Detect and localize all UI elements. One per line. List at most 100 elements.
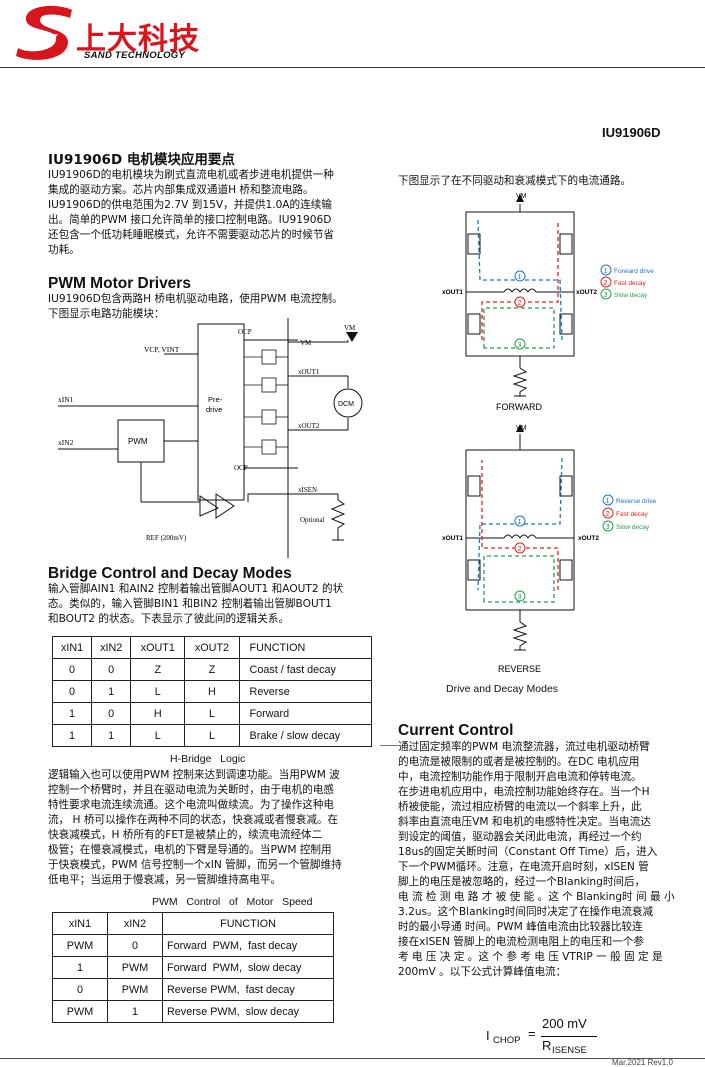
speed-table-caption: PWM Control of Motor Speed	[152, 896, 313, 908]
table-cell: 1	[91, 724, 132, 747]
xin1-label: xIN1	[58, 395, 74, 404]
table-cell: PWM	[52, 934, 108, 957]
text-line: 出。简单的PWM 接口允许简单的接口控制电路。IU91906D	[48, 214, 332, 226]
text-line: 流， H 桥可以操作在两种不同的状态，快衰减或者慢衰减。在	[48, 814, 339, 826]
table-cell: Z	[130, 658, 186, 681]
path-number: 1	[518, 274, 522, 281]
chop-current-formula: I CHOP = 200 mV R ISENSE	[486, 1016, 626, 1056]
text-line: 态。类似的，输入管脚BIN1 和BIN2 控制着输出管脚BOUT1	[48, 598, 332, 610]
table-cell: Forward PWM, fast decay	[162, 934, 334, 957]
text-line: 18us的固定关断时间（Constant Off Time）后，进入	[398, 846, 658, 858]
text-line: 低电平；当运用于慢衰减，另一管脚维持高电平。	[48, 874, 282, 886]
pwm-section-title: PWM Motor Drivers	[48, 275, 191, 292]
path-number: 3	[518, 342, 522, 349]
predrive-label-2: drive	[206, 405, 222, 414]
path-number: 3	[518, 594, 522, 601]
table-cell: PWM	[107, 978, 163, 1001]
table-header-cell: xOUT1	[130, 636, 186, 659]
text-line: IU91906D的电机模块为刷式直流电机或者步进电机提供一种	[48, 169, 334, 181]
table-row: PWM 1 Reverse PWM, slow decay	[52, 1000, 334, 1023]
table-cell: Reverse	[238, 680, 373, 703]
table-row: PWM 0 Forward PWM, fast decay	[52, 934, 334, 957]
header-rule	[0, 67, 705, 68]
text-line: 斜率由直流电压VM 和电机的电感特性决定。当电流达	[398, 816, 651, 828]
formula-denominator-subscript: ISENSE	[552, 1045, 587, 1056]
intro-title: IU91906D 电机模块应用要点	[48, 152, 235, 168]
forward-mode-diagram: VM xOUT1 xOUT2 1 2 3 1 Forward drive 2 F…	[442, 193, 654, 412]
legend-forward-drive: Forward drive	[614, 268, 654, 275]
legend-slow-decay: Slow decay	[616, 524, 650, 531]
table-cell: H	[130, 702, 186, 725]
current-control-title: Current Control	[398, 722, 514, 739]
legend-slow-decay: Slow decay	[614, 292, 648, 299]
formula-equals: =	[528, 1026, 536, 1041]
table-cell: 1	[91, 680, 132, 703]
text-line: IU91906D包含两路H 桥电机驱动电路，使用PWM 电流控制。	[48, 293, 343, 305]
table-header-row: xIN1 xIN2 xOUT1 xOUT2 FUNCTION	[51, 636, 373, 659]
legend-fast-decay: Fast decay	[616, 511, 649, 518]
text-line: 接在xISEN 管脚上的电流检测电阻上的电压和一个参	[398, 936, 644, 948]
vm-arrow-icon	[516, 194, 524, 202]
text-line: 极管；在慢衰减模式，电机的下臂是导通的。当PWM 控制用	[48, 844, 332, 856]
text-line: 和BOUT2 的状态。下表显示了彼此间的逻辑关系。	[48, 613, 290, 625]
text-line: 特性要求电流连续流通。这个电流叫做续流。为了操作这种电	[48, 799, 335, 811]
reverse-label: REVERSE	[498, 664, 541, 674]
xin2-label: xIN2	[58, 438, 74, 447]
text-line: 控制一个桥臂时，并且在驱动电流为关断时，由于电机的电感	[48, 784, 335, 796]
table-header-cell: xIN1	[51, 636, 93, 659]
xout1-label: xOUT1	[442, 535, 463, 542]
table-cell: 0	[51, 658, 93, 681]
table-cell: Brake / slow decay	[238, 724, 373, 747]
xout2-label: xOUT2	[298, 422, 320, 430]
bridge-section-paragraph: 输入管脚AIN1 和AIN2 控制着输出管脚AOUT1 和AOUT2 的状 态。…	[48, 582, 388, 627]
text-line: 通过固定频率的PWM 电流整流器，流过电机驱动桥臂	[398, 741, 650, 753]
intro-paragraph: IU91906D的电机模块为刷式直流电机或者步进电机提供一种 集成的驱动方案。芯…	[48, 168, 388, 258]
forward-label: FORWARD	[496, 402, 542, 412]
legend-reverse-drive: Reverse drive	[616, 498, 656, 505]
text-line: 逻辑输入也可以使用PWM 控制来达到调速功能。当用PWM 波	[48, 769, 340, 781]
table-row: 1 PWM Forward PWM, slow decay	[52, 956, 334, 979]
table-cell: Reverse PWM, fast decay	[162, 978, 334, 1001]
formula-fraction-bar	[541, 1036, 597, 1037]
text-line: 3.2us。这个Blanking时间同时决定了在操作电流衰减	[398, 906, 654, 918]
footer-rule	[0, 1058, 705, 1059]
vm-label: VM	[516, 425, 527, 432]
table-header-cell: FUNCTION	[238, 636, 373, 659]
predrive-block	[197, 323, 245, 501]
table-cell: 0	[91, 658, 132, 681]
current-control-rule	[380, 745, 398, 746]
text-line: 在步进电机应用中，电流控制功能始终存在。当一个H	[398, 786, 650, 798]
vm-pin-label: VM	[300, 339, 312, 347]
table-cell: 0	[52, 978, 108, 1001]
text-line: 考 电 压 决 定 。这 个 参 考 电 压 VTRIP 一 般 固 定 是	[398, 951, 663, 963]
text-line: IU91906D的供电范围为2.7V 到15V，并提供1.0A的连续输	[48, 199, 332, 211]
table-row: 0 0 Z Z Coast / fast decay	[51, 658, 373, 681]
text-line: 到设定的阈值，驱动器会关闭此电流，再经过一个约	[398, 831, 642, 843]
table-cell: Reverse PWM, slow decay	[162, 1000, 334, 1023]
legend-fast-decay: Fast decay	[614, 280, 647, 287]
pwm-control-paragraph: 逻辑输入也可以使用PWM 控制来达到调速功能。当用PWM 波 控制一个桥臂时，并…	[48, 768, 388, 888]
optional-label: Optional	[300, 516, 325, 524]
text-line: 集成的驱动方案。芯片内部集成双通道H 桥和整流电路。	[48, 184, 314, 196]
vm-arrow-icon	[346, 332, 358, 342]
text-line: 下图显示电路功能模块：	[48, 308, 165, 320]
legend-number: 1	[606, 498, 610, 505]
table-row: 1 1 L L Brake / slow decay	[51, 724, 373, 747]
text-line: 脚上的电压是被忽略的，经过一个Blanking时间后，	[398, 876, 646, 888]
motor-driver-block-diagram: VCP, VINT xIN1 xIN2 PWM Pre- drive OCP O…	[58, 318, 363, 558]
reverse-mode-diagram: VM xOUT1 xOUT2 1 2 3 1 Reverse drive 2 F…	[442, 424, 656, 674]
brand-english-name: SAND TECHNOLOGY	[84, 50, 186, 61]
table-cell: 1	[51, 724, 93, 747]
path-number: 2	[518, 300, 522, 307]
dcm-label: DCM	[338, 401, 354, 408]
table-row: 0 1 L H Reverse	[51, 680, 373, 703]
table-cell: 1	[52, 956, 108, 979]
formula-numerator: 200 mV	[542, 1016, 587, 1031]
formula-lhs-subscript: CHOP	[493, 1035, 521, 1046]
text-line: 中，电流控制功能作用于限制开启电流和停转电流。	[398, 771, 642, 783]
ocp2-label: OCP	[234, 464, 248, 472]
xout2-label: xOUT2	[578, 535, 599, 542]
text-line: 时的最小导通 时间。PWM 峰值电流由比较器比较连	[398, 921, 643, 933]
legend-number: 3	[606, 524, 610, 531]
text-line: 输入管脚AIN1 和AIN2 控制着输出管脚AOUT1 和AOUT2 的状	[48, 583, 344, 595]
